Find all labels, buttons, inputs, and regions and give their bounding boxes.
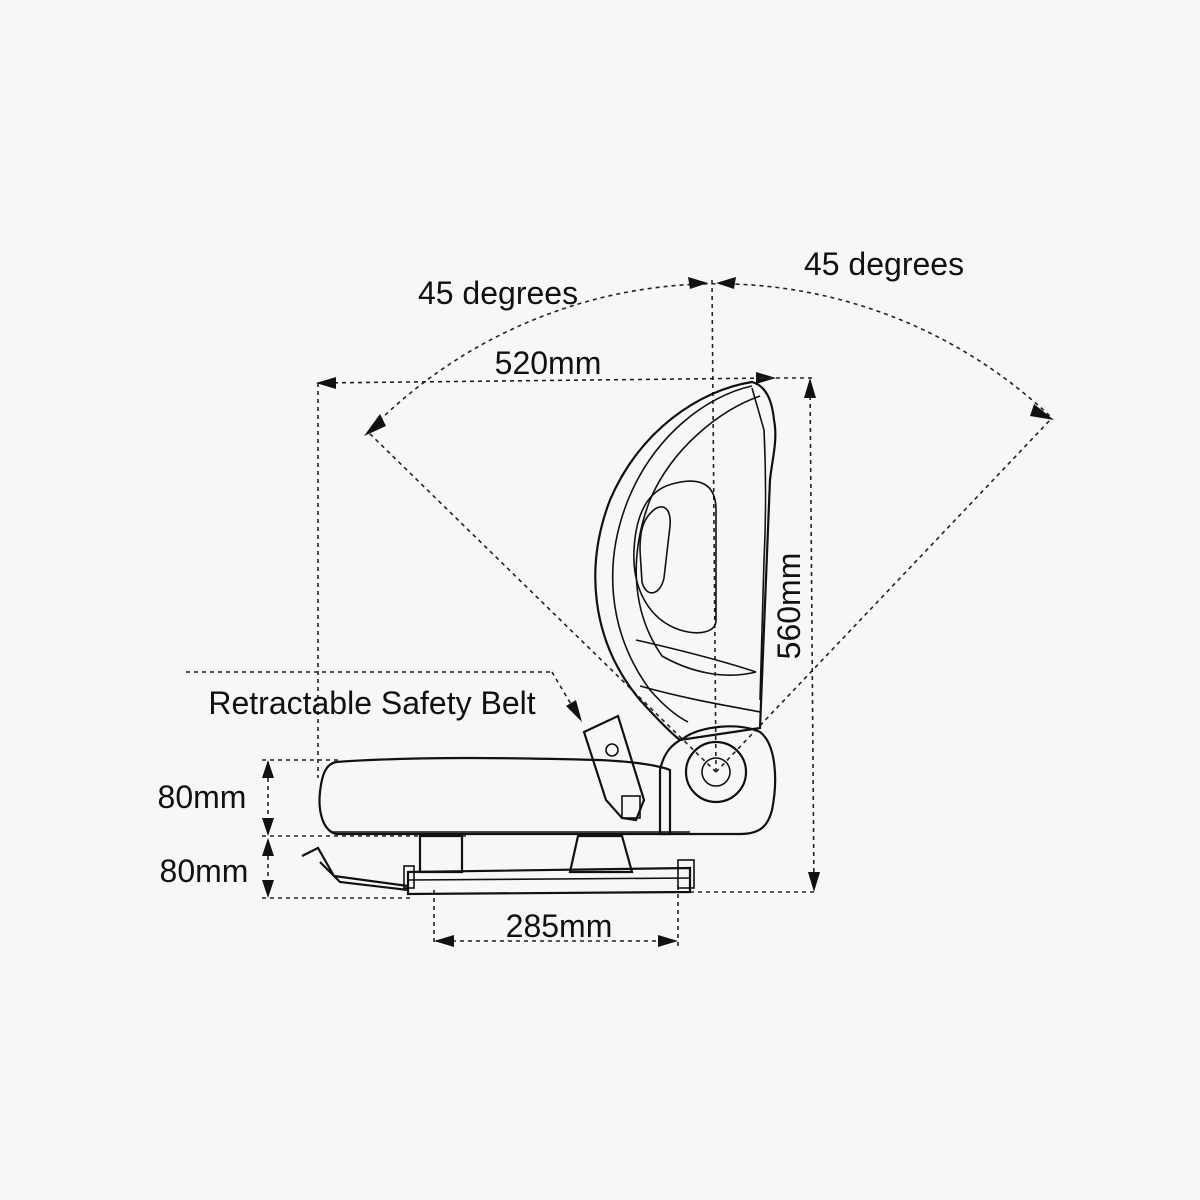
width-arrow-left bbox=[316, 377, 336, 389]
belt-arrow bbox=[566, 700, 582, 722]
label-angle-left: 45 degrees bbox=[418, 275, 578, 311]
hinge-outer-circle bbox=[684, 740, 748, 804]
rotation-arc bbox=[367, 283, 1053, 433]
backrest-lower-curve bbox=[635, 639, 761, 713]
slide-lever bbox=[301, 846, 409, 892]
arc-arrow-center-left bbox=[688, 277, 708, 289]
arc-arrow-left bbox=[364, 414, 386, 436]
label-width: 520mm bbox=[495, 345, 602, 381]
slide-rail-end-left bbox=[403, 865, 415, 889]
belt-bracket-tab bbox=[621, 795, 641, 819]
arc-arrow-center-right bbox=[716, 277, 736, 289]
label-height: 560mm bbox=[771, 553, 807, 660]
height-dim-line bbox=[809, 379, 815, 891]
height-arrow-bottom bbox=[808, 872, 820, 892]
hinge-inner-circle bbox=[701, 757, 731, 787]
width-arrow-right bbox=[756, 372, 776, 384]
backrest-outer bbox=[594, 380, 777, 742]
rotation-radius-right bbox=[715, 417, 1053, 773]
label-rail: 285mm bbox=[506, 908, 613, 944]
label-cushion: 80mm bbox=[158, 779, 247, 815]
label-belt: Retractable Safety Belt bbox=[208, 685, 535, 721]
arc-arrow-right bbox=[1030, 404, 1054, 420]
belt-bracket bbox=[582, 714, 646, 822]
slide-rail bbox=[406, 866, 692, 896]
rotation-arc-group bbox=[364, 277, 1054, 773]
cushion-arrow-bottom bbox=[262, 818, 274, 836]
rail-arrow-right bbox=[658, 935, 678, 947]
base-arrow-top bbox=[262, 838, 274, 856]
rotation-radius-center bbox=[711, 279, 717, 773]
backrest-bolster bbox=[751, 387, 767, 701]
base-arrow-bottom bbox=[262, 880, 274, 898]
seat bbox=[301, 380, 777, 896]
slide-mount-left bbox=[418, 834, 464, 874]
backrest-side-panel bbox=[633, 480, 717, 634]
hinge-housing bbox=[658, 725, 777, 836]
backrest-inner-1 bbox=[611, 385, 753, 723]
slide-mount-right bbox=[568, 834, 634, 874]
width-dimension bbox=[316, 372, 776, 778]
belt-bracket-bolt bbox=[605, 743, 619, 757]
height-dimension bbox=[690, 377, 820, 893]
label-base: 80mm bbox=[160, 853, 249, 889]
belt-leader bbox=[186, 671, 582, 722]
backrest-inner-2 bbox=[635, 395, 761, 676]
rail-arrow-left bbox=[434, 935, 454, 947]
base-dimension bbox=[262, 838, 410, 899]
rotation-radius-left bbox=[367, 431, 717, 773]
seat-cushion bbox=[318, 756, 672, 836]
backrest-handle-slot bbox=[639, 506, 671, 594]
cushion-dimension bbox=[262, 759, 470, 837]
rail-dimension bbox=[433, 886, 679, 947]
slide-rail-end-right bbox=[677, 859, 695, 889]
height-arrow-top bbox=[804, 378, 816, 398]
cushion-arrow-top bbox=[262, 760, 274, 778]
slide-rail-line bbox=[407, 877, 691, 881]
label-angle-right: 45 degrees bbox=[804, 246, 964, 282]
